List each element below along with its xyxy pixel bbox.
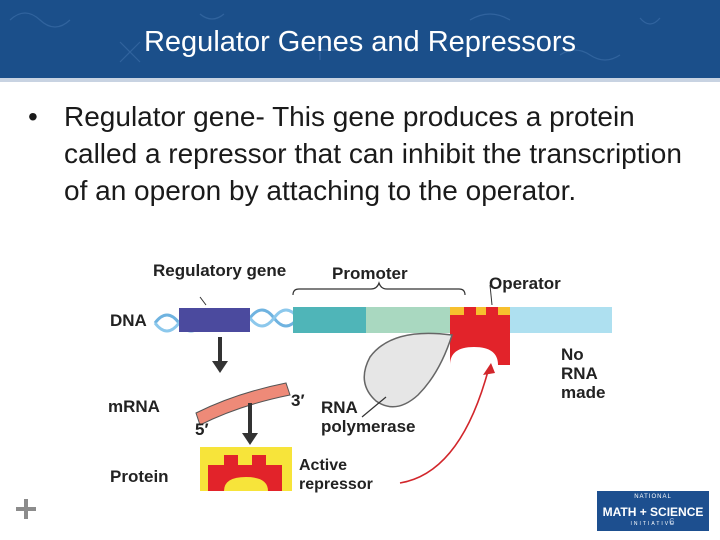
label-mrna: mRNA xyxy=(108,397,160,416)
repressor-binding-arrow xyxy=(399,370,489,484)
operon-diagram: Regulatory gene Promoter Operator DNA mR… xyxy=(100,255,640,495)
regulatory-gene-segment xyxy=(179,308,250,332)
label-rna-polymerase: RNA polymerase xyxy=(321,398,416,436)
bound-repressor xyxy=(450,307,510,365)
bullet-icon: • xyxy=(28,101,38,132)
logo-top-text: NATIONAL xyxy=(634,494,672,500)
math-formula-background xyxy=(9,12,661,63)
title-bar: Regulator Genes and Repressors xyxy=(0,0,720,78)
plus-icon xyxy=(16,499,36,519)
promoter-segment-right xyxy=(366,307,450,333)
label-protein: Protein xyxy=(110,467,169,486)
page-number: 6 xyxy=(669,517,675,528)
rna-polymerase-shape xyxy=(363,332,453,408)
bullet-text: Regulator gene- This gene produces a pro… xyxy=(64,101,682,206)
label-three-prime: 3′ xyxy=(291,391,305,410)
active-repressor-shape xyxy=(208,455,282,491)
operon-diagram-graphic xyxy=(153,281,612,491)
label-five-prime: 5′ xyxy=(195,420,209,439)
downstream-dna-segment xyxy=(510,307,612,333)
label-promoter: Promoter xyxy=(332,264,408,283)
label-regulatory-gene: Regulatory gene xyxy=(153,261,287,280)
label-no-rna-made: No RNA made xyxy=(561,345,606,402)
promoter-segment-left xyxy=(293,307,366,333)
label-operator: Operator xyxy=(489,274,561,293)
logo-main-text: MATH + SCIENCE xyxy=(602,505,704,519)
label-active-repressor: Active repressor xyxy=(299,457,373,493)
promoter-brace xyxy=(292,281,466,296)
nmsi-logo: NATIONAL MATH + SCIENCE INITIATIVE xyxy=(597,491,709,531)
label-dna: DNA xyxy=(110,311,147,330)
logo-bottom-text: INITIATIVE xyxy=(630,521,676,527)
slide-title: Regulator Genes and Repressors xyxy=(143,26,576,58)
mrna-strand xyxy=(195,382,291,426)
bullet-point: • Regulator gene- This gene produces a p… xyxy=(28,98,708,209)
title-divider xyxy=(0,78,720,82)
